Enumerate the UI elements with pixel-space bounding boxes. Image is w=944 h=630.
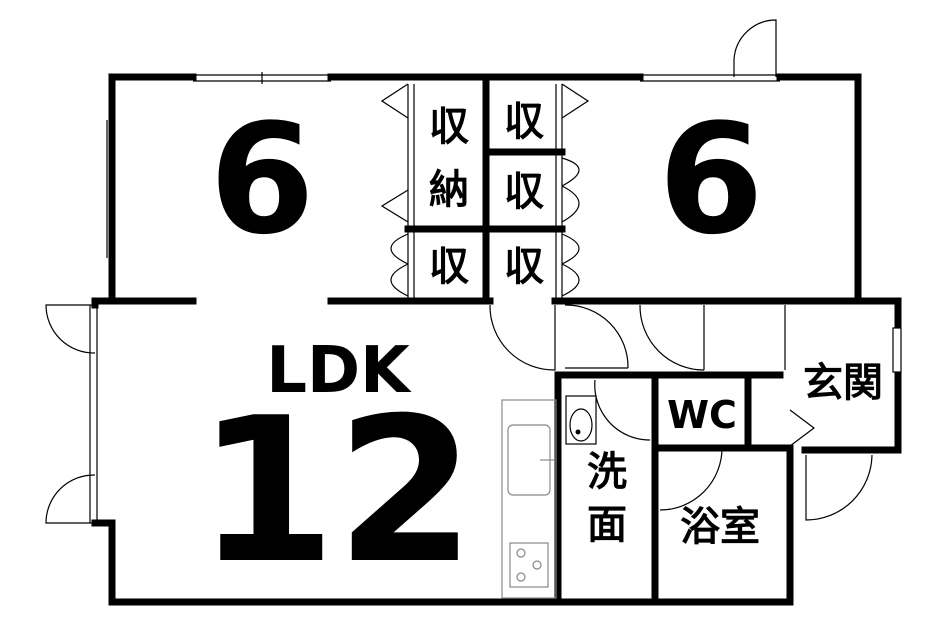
- window-east-bedroom-top: [640, 72, 780, 84]
- east-bedroom-size: 6: [658, 91, 764, 268]
- ldk-label: LDK: [266, 334, 412, 408]
- washbasin: [565, 395, 597, 445]
- washroom-label-1: 洗: [587, 449, 627, 495]
- storage-label-right-bottom: 収: [504, 244, 544, 290]
- ldk-size: 12: [197, 375, 475, 608]
- washroom-label-2: 面: [587, 502, 627, 548]
- storage-label-left-top-1: 収: [429, 104, 469, 150]
- storage-label-right-top: 収: [504, 99, 544, 145]
- window-ldk-left: [86, 305, 102, 523]
- storage-label-right-mid: 収: [504, 169, 544, 215]
- west-bedroom-size: 6: [209, 91, 315, 268]
- storage-label-left-top-2: 納: [429, 167, 469, 213]
- doors: [45, 19, 902, 524]
- window-west-bedroom-top: [193, 72, 331, 84]
- bathroom-label: 浴室: [680, 504, 760, 550]
- closet-frames: [407, 84, 563, 298]
- kitchen-counter: [501, 399, 557, 599]
- toilet-label: WC: [667, 393, 737, 437]
- storage-label-left-bottom: 収: [429, 244, 469, 290]
- entrance-label: 玄関: [803, 360, 883, 406]
- closet-folding-doors: [380, 83, 590, 297]
